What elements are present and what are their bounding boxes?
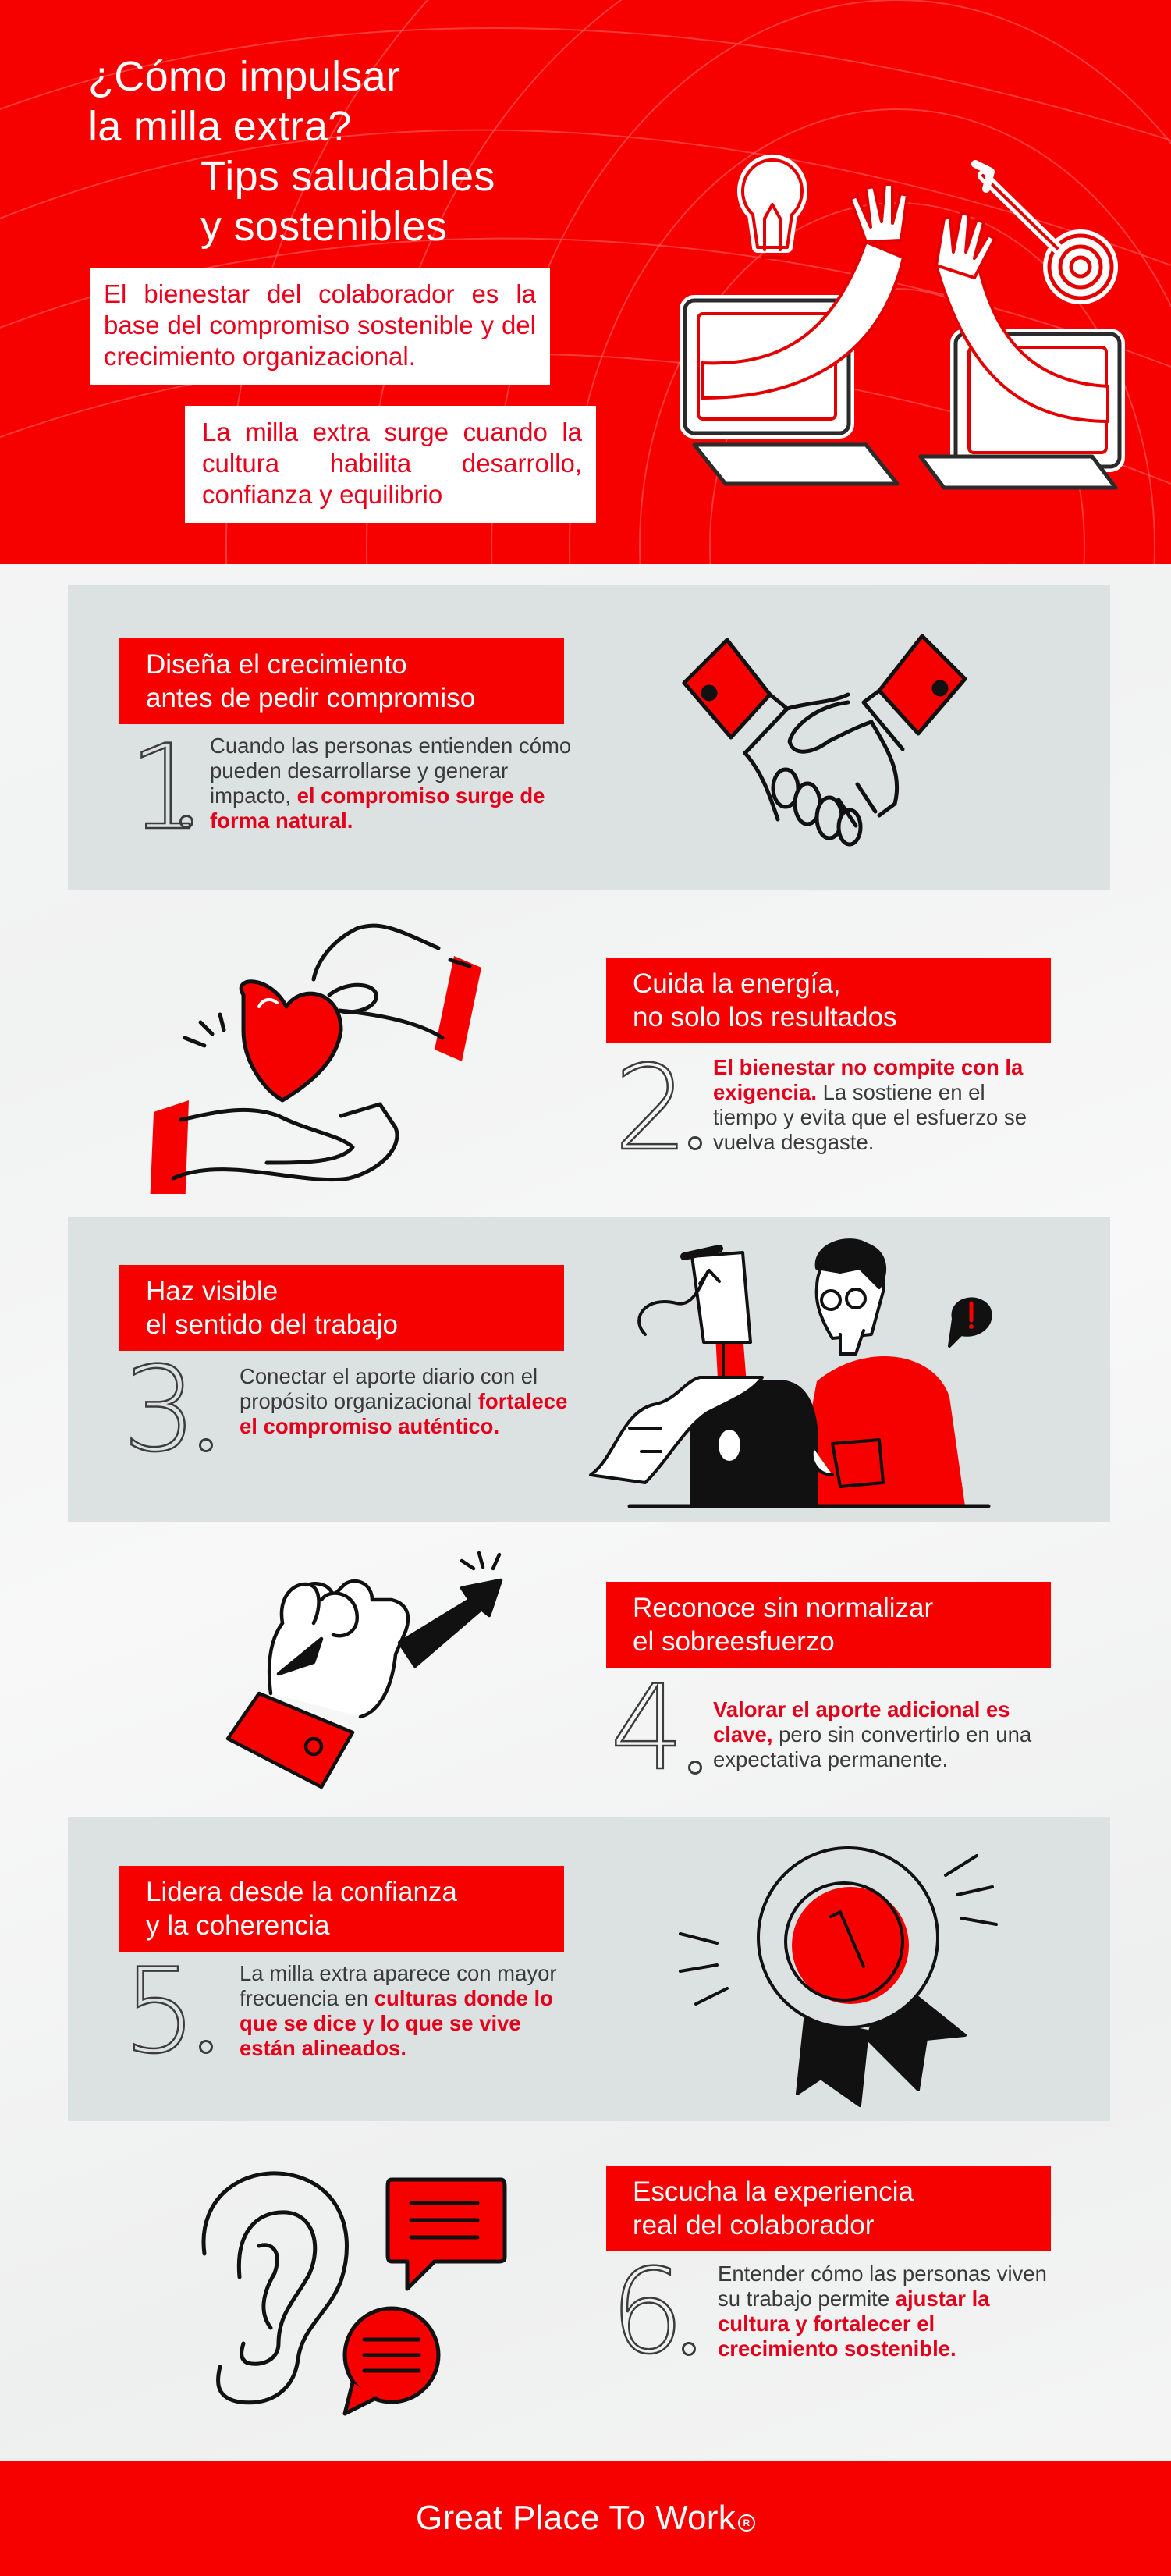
tip-number: 5 (122, 1944, 198, 2080)
tip-number: 3 (122, 1342, 198, 1478)
page-subtitle: Tips saludables y sostenibles (200, 153, 495, 250)
laptops-high-five-icon (680, 154, 1125, 490)
person-at-typewriter-icon (589, 1238, 992, 1508)
page-title: ¿Cómo impulsar la milla extra? (88, 53, 401, 150)
tip-title-banner: Reconoce sin normalizar el sobreesfuerzo (606, 1582, 1051, 1668)
tip-number-dot (688, 1136, 702, 1150)
tip-card-4: Reconoce sin normalizar el sobreesfuerzo… (68, 1522, 1110, 1817)
tip-description: Cuando las personas entienden cómo puede… (210, 734, 572, 833)
tip-description: Entender cómo las personas viven su trab… (718, 2262, 1047, 2361)
tip-description: Valorar el aporte adicional es clave, pe… (713, 1697, 1032, 1771)
tip-number-dot (688, 1761, 702, 1775)
handshake-icon (682, 634, 967, 847)
tip-description: El bienestar no compite con la exigencia… (713, 1055, 1027, 1154)
brand-logo: Great Place To Work R (416, 2499, 755, 2538)
registered-trademark-icon: R (738, 2514, 755, 2532)
tip-number: 6 (609, 2244, 686, 2380)
ear-with-speech-bubbles-icon (201, 2171, 507, 2416)
tip-title-banner: Lidera desde la confianza y la coherenci… (119, 1866, 564, 1952)
intro-callout-wellbeing: El bienestar del colaborador es la base … (90, 268, 550, 385)
target-icon (971, 160, 1118, 304)
lightbulb-icon (737, 154, 807, 259)
fist-with-growth-arrow-icon (225, 1551, 503, 1789)
tip-title-banner: Diseña el crecimiento antes de pedir com… (119, 638, 564, 724)
intro-callout-extra-mile: La milla extra surge cuando la cultura h… (185, 406, 596, 523)
tip-title-banner: Cuida la energía, no solo los resultados (606, 958, 1051, 1043)
tip-title-banner: Escucha la experiencia real del colabora… (606, 2166, 1051, 2251)
first-place-medal-icon (679, 1846, 998, 2107)
tip-number-dot (179, 815, 193, 829)
tip-card-5: Lidera desde la confianza y la coherenci… (68, 1817, 1110, 2121)
tip-number-dot (199, 2040, 213, 2054)
hands-giving-heart-icon (150, 923, 481, 1194)
tip-description: Conectar el aporte diario con el propósi… (240, 1364, 568, 1438)
brand-footer: Great Place To Work R (0, 2461, 1171, 2576)
tip-number-dot (682, 2342, 696, 2356)
tip-card-1: Diseña el crecimiento antes de pedir com… (68, 585, 1110, 890)
tip-number: 2 (613, 1041, 690, 1177)
tip-description: La milla extra aparece con mayor frecuen… (240, 1961, 557, 2060)
tip-card-2: Cuida la energía, no solo los resultados… (68, 890, 1110, 1217)
tip-number: 1 (128, 720, 204, 856)
tip-card-3: Haz visible el sentido del trabajo 3 Con… (68, 1217, 1110, 1522)
tip-title-banner: Haz visible el sentido del trabajo (119, 1265, 564, 1351)
tip-number: 4 (609, 1661, 686, 1796)
tip-number-dot (199, 1438, 213, 1452)
tip-card-6: Escucha la experiencia real del colabora… (68, 2121, 1110, 2461)
hero-header: ¿Cómo impulsar la milla extra? Tips salu… (0, 0, 1171, 564)
